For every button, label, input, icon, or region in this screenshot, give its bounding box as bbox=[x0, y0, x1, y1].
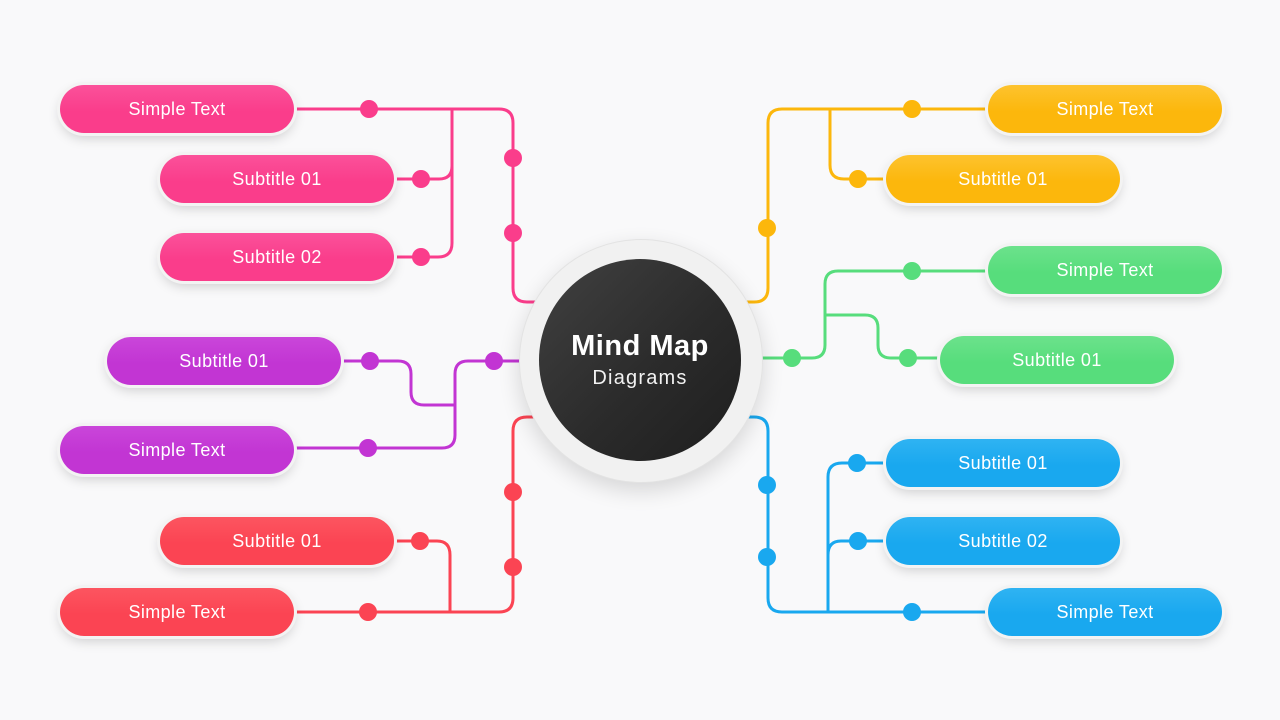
yellow-dot bbox=[758, 219, 776, 237]
purple-branch-lines bbox=[294, 359, 546, 450]
node-yellow-subtitle-01[interactable]: Subtitle 01 bbox=[886, 155, 1120, 203]
blue-dot bbox=[848, 454, 866, 472]
node-blue-subtitle-01[interactable]: Subtitle 01 bbox=[886, 439, 1120, 487]
red-branch-dots bbox=[359, 483, 522, 621]
red-main-line bbox=[294, 415, 546, 614]
green-dot bbox=[903, 262, 921, 280]
yellow-subtitle01-line bbox=[828, 109, 888, 181]
node-label: Subtitle 02 bbox=[958, 530, 1048, 551]
pink-branch-lines bbox=[294, 107, 546, 304]
node-green-subtitle-01[interactable]: Subtitle 01 bbox=[940, 336, 1174, 384]
blue-branch-lines bbox=[734, 415, 986, 614]
node-red-subtitle-01[interactable]: Subtitle 01 bbox=[160, 517, 394, 565]
pink-dot bbox=[360, 100, 378, 118]
pink-dot bbox=[412, 170, 430, 188]
pink-main-line bbox=[294, 107, 546, 304]
red-branch-lines bbox=[294, 415, 546, 614]
red-dot bbox=[504, 483, 522, 501]
pink-dot bbox=[504, 149, 522, 167]
node-label: Subtitle 01 bbox=[232, 168, 322, 189]
blue-dot bbox=[758, 548, 776, 566]
green-dot bbox=[899, 349, 917, 367]
center-subtitle: Diagrams bbox=[592, 367, 688, 390]
node-label: Simple Text bbox=[1056, 601, 1154, 622]
node-pink-subtitle-02[interactable]: Subtitle 02 bbox=[160, 233, 394, 281]
blue-dot bbox=[758, 476, 776, 494]
node-label: Subtitle 01 bbox=[958, 168, 1048, 189]
node-blue-simple-text[interactable]: Simple Text bbox=[988, 588, 1222, 636]
node-blue-subtitle-02[interactable]: Subtitle 02 bbox=[886, 517, 1120, 565]
node-label: Simple Text bbox=[1056, 259, 1154, 280]
center-node-ring: Mind Map Diagrams bbox=[519, 239, 763, 483]
blue-dot bbox=[849, 532, 867, 550]
red-dot bbox=[504, 558, 522, 576]
red-dot bbox=[411, 532, 429, 550]
node-label: Subtitle 01 bbox=[232, 530, 322, 551]
yellow-branch-lines bbox=[734, 107, 986, 304]
purple-subtitle01-line bbox=[341, 359, 455, 407]
node-label: Simple Text bbox=[128, 601, 226, 622]
pink-subtitle01-line bbox=[395, 165, 454, 181]
pink-branch-dots bbox=[360, 100, 522, 266]
node-label: Subtitle 01 bbox=[1012, 349, 1102, 370]
red-dot bbox=[359, 603, 377, 621]
blue-branch-dots bbox=[758, 454, 921, 621]
node-label: Simple Text bbox=[1056, 98, 1154, 119]
green-dot bbox=[783, 349, 801, 367]
node-pink-subtitle-01[interactable]: Subtitle 01 bbox=[160, 155, 394, 203]
purple-dot bbox=[359, 439, 377, 457]
node-label: Subtitle 01 bbox=[179, 350, 269, 371]
yellow-dot bbox=[903, 100, 921, 118]
purple-branch-dots bbox=[359, 352, 503, 457]
node-purple-simple-text[interactable]: Simple Text bbox=[60, 426, 294, 474]
pink-subtitle02-line bbox=[395, 109, 454, 259]
center-title: Mind Map bbox=[571, 329, 709, 362]
node-label: Subtitle 02 bbox=[232, 246, 322, 267]
yellow-dot bbox=[849, 170, 867, 188]
green-branch-lines bbox=[734, 269, 986, 360]
node-pink-simple-text[interactable]: Simple Text bbox=[60, 85, 294, 133]
blue-main-line bbox=[734, 415, 986, 614]
green-subtitle01-line bbox=[825, 313, 938, 360]
node-label: Simple Text bbox=[128, 98, 226, 119]
node-label: Subtitle 01 bbox=[958, 452, 1048, 473]
blue-subtitle01-line bbox=[826, 461, 888, 612]
node-purple-subtitle-01[interactable]: Subtitle 01 bbox=[107, 337, 341, 385]
purple-main-line bbox=[294, 359, 546, 450]
purple-dot bbox=[485, 352, 503, 370]
node-label: Simple Text bbox=[128, 439, 226, 460]
yellow-main-line bbox=[734, 107, 986, 304]
blue-dot bbox=[903, 603, 921, 621]
node-green-simple-text[interactable]: Simple Text bbox=[988, 246, 1222, 294]
green-branch-dots bbox=[783, 262, 921, 367]
yellow-branch-dots bbox=[758, 100, 921, 237]
node-yellow-simple-text[interactable]: Simple Text bbox=[988, 85, 1222, 133]
red-subtitle01-line bbox=[395, 539, 452, 611]
center-node[interactable]: Mind Map Diagrams bbox=[539, 259, 741, 461]
blue-subtitle02-line bbox=[826, 539, 888, 556]
node-red-simple-text[interactable]: Simple Text bbox=[60, 588, 294, 636]
purple-dot bbox=[361, 352, 379, 370]
pink-dot bbox=[412, 248, 430, 266]
pink-dot bbox=[504, 224, 522, 242]
